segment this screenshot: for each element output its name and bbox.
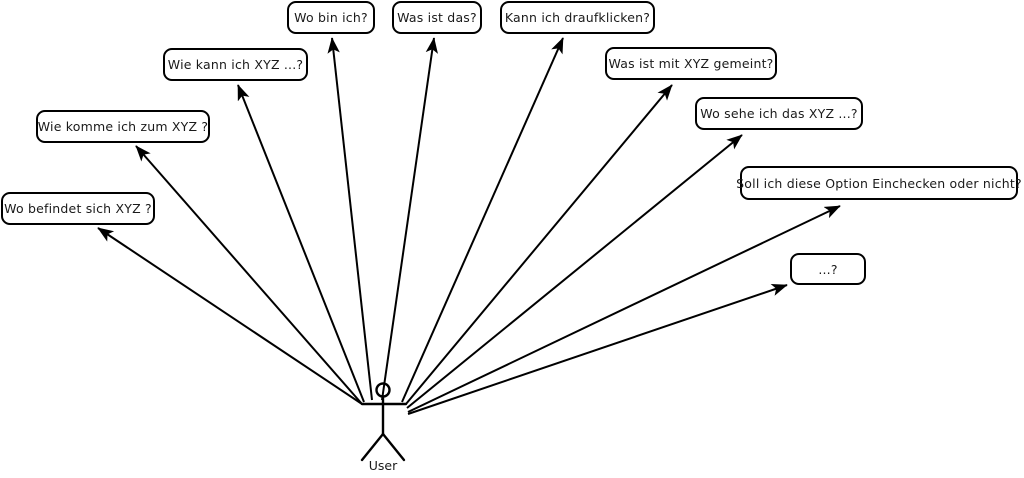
question-box-label: Wo befindet sich XYZ ? [4, 201, 152, 216]
arrow-to-was-ist-das [381, 37, 438, 401]
question-box-label: Was ist mit XYZ gemeint? [608, 56, 774, 71]
question-box-label: ...? [818, 261, 838, 277]
arrow-to-ellipsis-question [407, 284, 788, 415]
question-box-wo-bin-ich[interactable]: Wo bin ich? [287, 1, 375, 34]
arrow-to-wo-befindet-sich-xyz [97, 227, 363, 405]
question-box-wie-komme-ich-zum-xyz[interactable]: Wie komme ich zum XYZ ? [36, 110, 210, 143]
question-box-was-ist-das[interactable]: Was ist das? [392, 1, 482, 34]
stick-figure-head [375, 382, 391, 398]
arrow-to-kann-ich-draufklicken [401, 37, 564, 403]
arrow-to-wo-sehe-ich-das-xyz [406, 134, 743, 409]
arrow-to-wie-komme-ich-zum-xyz [135, 145, 363, 405]
actor-label-user: User [368, 458, 398, 473]
question-box-was-ist-mit-xyz-gemeint[interactable]: Was ist mit XYZ gemeint? [605, 47, 777, 80]
stick-figure-leg-right [381, 432, 406, 462]
question-box-label: Wie kann ich XYZ ...? [167, 57, 304, 72]
stick-figure-leg-left [360, 432, 385, 462]
stick-figure-user-icon [360, 382, 408, 462]
arrow-to-was-ist-mit-xyz-gemeint [405, 84, 673, 405]
question-box-soll-ich-diese-option-einchecken[interactable]: Soll ich diese Option Einchecken oder ni… [736, 166, 1022, 200]
question-box-label: Was ist das? [397, 10, 477, 25]
question-box-kann-ich-draufklicken[interactable]: Kann ich draufklicken? [500, 1, 655, 34]
question-box-label: Wo bin ich? [294, 10, 368, 25]
question-box-label: Wie komme ich zum XYZ ? [37, 119, 209, 134]
question-box-label: Kann ich draufklicken? [504, 10, 651, 25]
question-box-label: Wo sehe ich das XYZ ...? [700, 106, 858, 121]
question-box-wo-sehe-ich-das-xyz[interactable]: Wo sehe ich das XYZ ...? [695, 97, 863, 130]
arrow-to-wo-bin-ich [327, 37, 373, 401]
arrow-group [97, 37, 841, 415]
question-box-wo-befindet-sich-xyz[interactable]: Wo befindet sich XYZ ? [1, 192, 155, 225]
arrow-to-wie-kann-ich-xyz [237, 84, 365, 403]
question-box-label: Soll ich diese Option Einchecken oder ni… [736, 175, 1022, 191]
question-box-ellipsis-question[interactable]: ...? [790, 253, 866, 285]
arrow-to-soll-ich-diese-option-einchecken [407, 205, 841, 413]
question-box-wie-kann-ich-xyz[interactable]: Wie kann ich XYZ ...? [163, 48, 308, 81]
